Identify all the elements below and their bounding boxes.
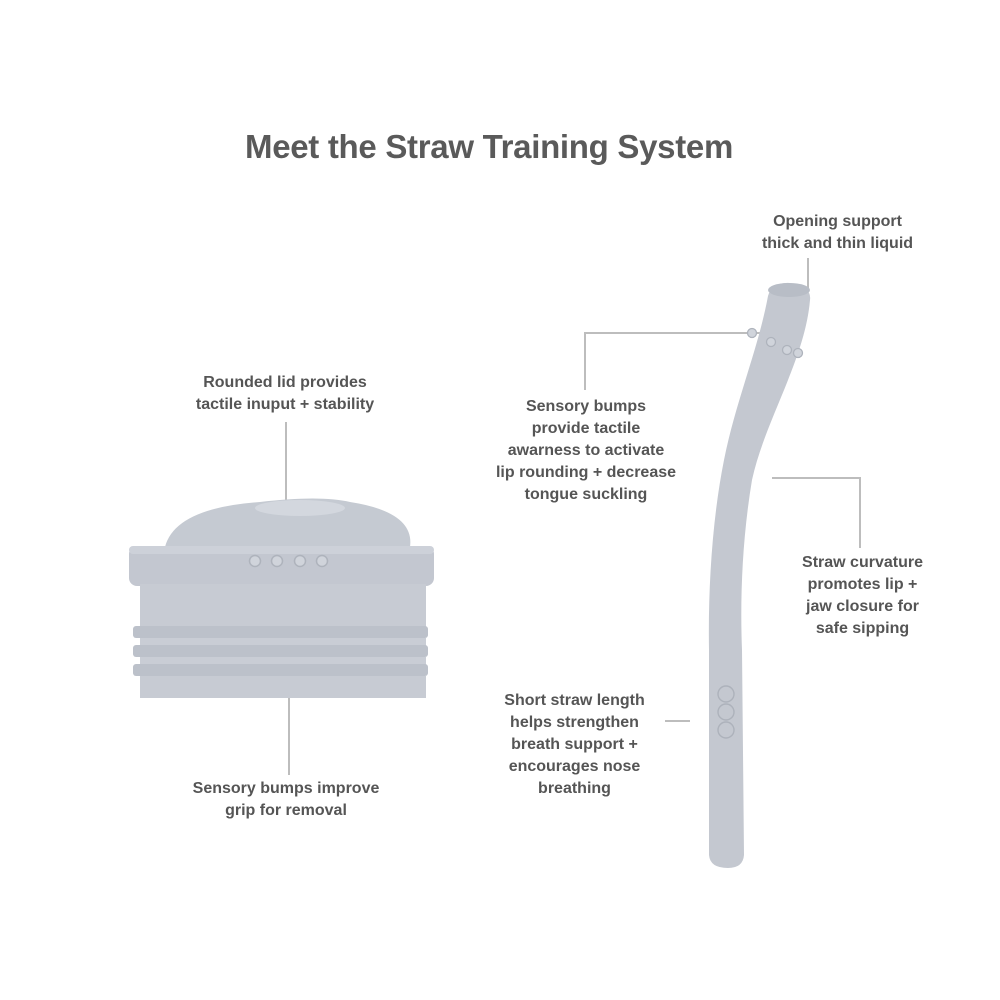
- straw-illustration: [708, 282, 811, 868]
- callout-line: lip rounding + decrease: [495, 464, 677, 481]
- callout-line: jaw closure for: [806, 598, 919, 615]
- callout-line: breath support +: [511, 736, 638, 753]
- callout-curvature: Straw curvature promotes lip + jaw closu…: [775, 552, 950, 640]
- straw-body: [708, 282, 811, 868]
- straw-bump: [792, 347, 804, 359]
- callout-line: helps strengthen: [510, 714, 639, 731]
- callout-line: Straw curvature: [802, 554, 923, 571]
- callout-line: Rounded lid provides: [203, 374, 367, 391]
- lid-dome: [165, 498, 411, 547]
- lid-bump: [293, 554, 307, 568]
- callout-line: grip for removal: [225, 802, 347, 819]
- lid-dome-highlight: [255, 500, 345, 516]
- lid-body: [140, 584, 426, 628]
- lid-top-band: [129, 546, 434, 586]
- callout-line: tongue suckling: [524, 486, 648, 503]
- straw-bump: [746, 327, 758, 339]
- callout-line: provide tactile: [531, 420, 641, 437]
- lid-sensory-bumps: [248, 554, 329, 568]
- lid-bump: [270, 554, 284, 568]
- lid-bump: [315, 554, 329, 568]
- straw-logo-icon: [717, 685, 735, 739]
- callout-line: Short straw length: [504, 692, 645, 709]
- straw-sensory-bumps: [746, 327, 804, 359]
- lid-bump: [248, 554, 262, 568]
- callout-line: Sensory bumps: [525, 398, 647, 415]
- lid-illustration: [129, 498, 434, 698]
- callout-line: tactile inuput + stability: [195, 396, 375, 413]
- callout-rounded-lid: Rounded lid provides tactile inuput + st…: [170, 372, 400, 416]
- lid-thread-1: [133, 626, 428, 638]
- lid-thread-3: [133, 664, 428, 676]
- callout-line: promotes lip +: [807, 576, 918, 593]
- callout-line: safe sipping: [815, 620, 910, 637]
- callout-line: encourages nose: [508, 758, 641, 775]
- callout-length: Short straw length helps strengthen brea…: [482, 690, 667, 800]
- straw-bump: [781, 344, 793, 356]
- callout-line: Sensory bumps improve: [192, 780, 380, 797]
- callout-line: thick and thin liquid: [761, 235, 914, 252]
- lid-thread-2: [133, 645, 428, 657]
- callout-line: awarness to activate: [507, 442, 665, 459]
- callout-line: Opening support: [773, 213, 902, 230]
- leader-line-curvature: [772, 477, 861, 548]
- straw-opening: [768, 283, 810, 297]
- page-title: Meet the Straw Training System: [245, 128, 733, 165]
- straw-bump: [765, 336, 777, 348]
- callout-straw-bumps: Sensory bumps provide tactile awarness t…: [470, 396, 702, 506]
- leader-line-straw-bumps: [584, 332, 760, 390]
- callout-line: breathing: [538, 780, 611, 797]
- callout-lid-bumps: Sensory bumps improve grip for removal: [160, 778, 412, 822]
- callout-opening: Opening support thick and thin liquid: [735, 211, 940, 255]
